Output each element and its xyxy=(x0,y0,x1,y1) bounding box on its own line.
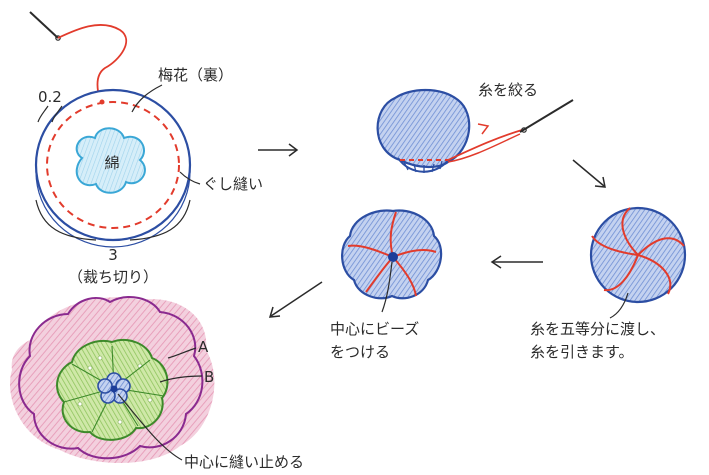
bead-label-line2: をつける xyxy=(330,343,390,361)
divide-thread-4 xyxy=(603,254,639,292)
dimension-large-label: 3 xyxy=(108,246,118,264)
bead-icon xyxy=(388,252,398,262)
outer-flower-a xyxy=(18,296,204,460)
bead-leader xyxy=(381,261,393,313)
running-stitch-leader xyxy=(179,171,201,185)
bead-label-line1: 中心にビーズ xyxy=(330,320,419,338)
arrow-step2-to-3 xyxy=(572,159,606,188)
dimension-small-leader-1 xyxy=(37,105,49,123)
sew-center-leader xyxy=(117,393,183,461)
divide-thread-2 xyxy=(637,237,685,256)
gather-thread-label: 糸を絞る xyxy=(478,81,538,99)
running-stitch-label: ぐし縫い xyxy=(203,175,263,193)
label-a-leader xyxy=(167,347,197,359)
cotton-label: 綿 xyxy=(104,154,119,172)
thread-line xyxy=(57,24,127,101)
arrow-step1-to-2 xyxy=(258,143,299,157)
needle-icon xyxy=(29,11,59,39)
pulled-thread-1 xyxy=(447,129,523,161)
divide-label-line1: 糸を五等分に渡し、 xyxy=(530,320,665,338)
fabric-dots xyxy=(77,355,153,425)
dimension-small-leader-2 xyxy=(51,105,63,123)
back-side-label: 梅花（裏） xyxy=(158,66,233,84)
step1-fabric-circle: 綿 0.2 梅花（裏） ぐし縫い 3 （裁ち切り） xyxy=(29,11,263,286)
pulled-thread-2 xyxy=(447,133,521,163)
step4-flower-with-bead: 中心にビーズ をつける xyxy=(330,209,443,361)
pouch-body xyxy=(376,89,471,169)
divide-thread-3 xyxy=(637,254,672,295)
divide-label-line2: 糸を引きます。 xyxy=(530,343,634,361)
running-stitch-line xyxy=(46,101,180,229)
label-b: B xyxy=(204,368,214,386)
center-bead-icon xyxy=(110,385,118,393)
step3-divided-ball: 糸を五等分に渡し、 糸を引きます。 xyxy=(530,206,687,361)
dimension-small-label: 0.2 xyxy=(38,88,62,106)
pull-arrow-icon xyxy=(477,123,490,135)
sew-center-label: 中心に縫い止める xyxy=(184,453,304,471)
divide-thread-5 xyxy=(591,235,639,256)
divide-leader xyxy=(609,292,629,319)
step2-gathered-pouch: 糸を絞る xyxy=(376,81,574,173)
stitch-start-knot xyxy=(99,99,105,105)
step5-finished-flower: A B 中心に縫い止める xyxy=(10,296,304,471)
needle-eye-icon xyxy=(55,35,61,41)
pouch-folds xyxy=(403,160,443,173)
arrow-step3-to-4 xyxy=(490,255,543,269)
needle-eye-icon xyxy=(521,127,527,133)
needle-icon xyxy=(519,99,574,133)
dimension-brace-left xyxy=(35,199,97,241)
label-a: A xyxy=(198,338,209,356)
label-b-leader xyxy=(159,375,203,383)
pouch-gather xyxy=(397,157,449,173)
dimension-brace-right xyxy=(129,199,191,241)
cut-size-label: （裁ち切り） xyxy=(68,268,158,286)
divide-thread-1 xyxy=(621,207,639,256)
arrow-step4-to-5 xyxy=(268,281,323,318)
cotton-puff xyxy=(75,127,146,194)
back-side-leader xyxy=(131,84,163,113)
